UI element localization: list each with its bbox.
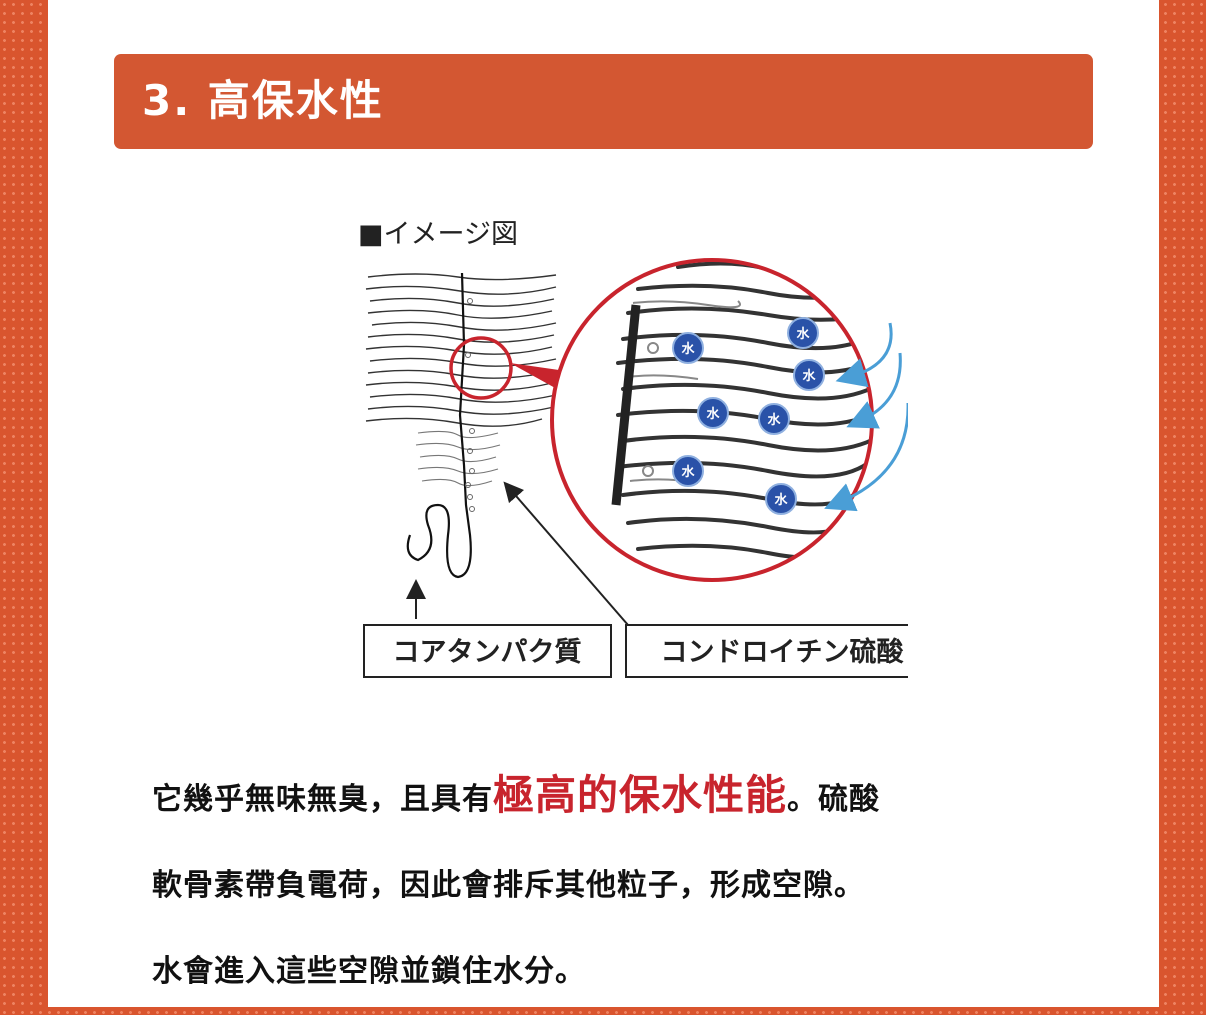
water-molecules: 水 水 水 水 水: [672, 317, 825, 515]
water-molecule-1: 水: [672, 332, 704, 364]
section-title: 3. 高保水性: [142, 76, 384, 125]
description-paragraph: 它幾乎無味無臭，且具有極高的保水性能。硫酸 軟骨素帶負電荷，因此會排斥其他粒子，…: [152, 752, 1052, 1015]
svg-text:水: 水: [681, 341, 695, 357]
svg-text:水: 水: [767, 412, 781, 428]
label-core-protein: コアタンパク質: [363, 624, 612, 678]
body-line2: 軟骨素帶負電荷，因此會排斥其他粒子，形成空隙。: [152, 868, 865, 903]
proteoglycan-diagram: ■イメージ図: [358, 219, 908, 678]
chondroitin-pointer-arrow: [503, 481, 629, 626]
water-molecule-5: 水: [758, 403, 790, 435]
body-line1-start: 它幾乎無味無臭，且具有: [152, 782, 493, 817]
svg-text:コンドロイチン硫酸: コンドロイチン硫酸: [661, 636, 905, 668]
water-molecule-3: 水: [793, 359, 825, 391]
short-strands: [415, 430, 501, 487]
svg-text:水: 水: [796, 326, 810, 342]
figure-caption: ■イメージ図: [358, 219, 518, 250]
water-molecule-2: 水: [787, 317, 819, 349]
body-line3: 水會進入這些空隙並鎖住水分。: [152, 954, 586, 989]
core-protein-strand: [406, 272, 472, 579]
body-line1-end: 。硫酸: [787, 782, 880, 817]
zoomed-view: [552, 260, 872, 580]
content-panel: 3. 高保水性 ■イメージ図: [48, 0, 1159, 1007]
water-molecule-7: 水: [765, 483, 797, 515]
svg-text:水: 水: [681, 464, 695, 480]
side-loops: [465, 298, 475, 512]
zoomed-core-protein: [611, 304, 641, 506]
svg-text:コアタンパク質: コアタンパク質: [393, 637, 582, 668]
image-diagram: ■イメージ図: [298, 205, 908, 690]
label-chondroitin-sulfate: コンドロイチン硫酸: [625, 624, 908, 678]
svg-text:水: 水: [774, 492, 788, 508]
svg-text:水: 水: [706, 406, 720, 422]
chondroitin-strands: [365, 273, 557, 427]
svg-text:水: 水: [802, 368, 816, 384]
section-header: 3. 高保水性: [114, 54, 1093, 149]
zoom-selector-circle: [449, 336, 513, 400]
water-molecule-4: 水: [697, 397, 729, 429]
highlight-phrase: 極高的保水性能: [493, 771, 787, 819]
water-flow-arrows: [824, 322, 908, 512]
water-molecule-6: 水: [672, 455, 704, 487]
